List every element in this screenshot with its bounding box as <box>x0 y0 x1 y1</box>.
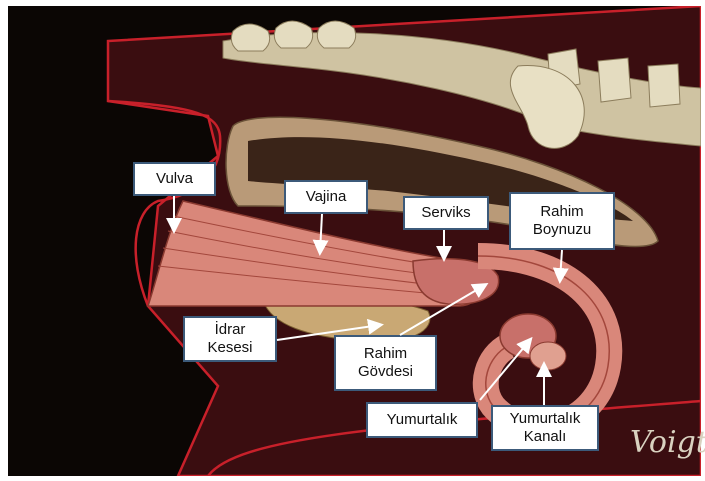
label-yumurtalik-kanali-line1: Yumurtalık <box>510 410 581 428</box>
label-rahim-govdesi-line1: Rahim <box>364 345 407 363</box>
label-idrar-kesesi-line2: Kesesi <box>207 339 252 357</box>
label-yumurtalik-text: Yumurtalık <box>387 411 458 429</box>
label-rahim-boynuzu-line1: Rahim <box>540 203 583 221</box>
label-idrar-kesesi: İdrar Kesesi <box>183 316 277 362</box>
label-yumurtalik: Yumurtalık <box>366 402 478 438</box>
label-rahim-boynuzu-line2: Boynuzu <box>533 221 591 239</box>
label-rahim-govdesi-line2: Gövdesi <box>358 363 413 381</box>
label-yumurtalik-kanali-line2: Kanalı <box>524 428 567 446</box>
label-vajina-text: Vajina <box>306 188 347 206</box>
label-idrar-kesesi-line1: İdrar <box>215 321 246 339</box>
oviduct-coil <box>530 342 566 370</box>
label-vulva: Vulva <box>133 162 216 196</box>
label-rahim-govdesi: Rahim Gövdesi <box>334 335 437 391</box>
label-vajina: Vajina <box>284 180 368 214</box>
label-rahim-boynuzu: Rahim Boynuzu <box>509 192 615 250</box>
label-yumurtalik-kanali: Yumurtalık Kanalı <box>491 405 599 451</box>
label-serviks: Serviks <box>403 196 489 230</box>
label-serviks-text: Serviks <box>421 204 470 222</box>
label-vulva-text: Vulva <box>156 170 193 188</box>
